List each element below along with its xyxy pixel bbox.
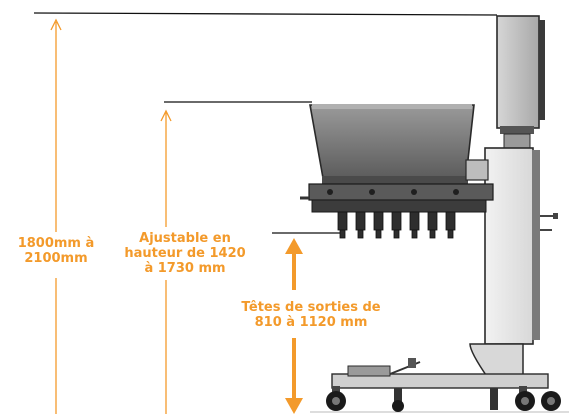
- dimension-arrow-heads: [285, 238, 303, 414]
- outlet-nozzles: [337, 211, 456, 239]
- depositor-machine: [300, 15, 561, 412]
- dimension-arrow-total: [50, 18, 62, 414]
- dosing-block: [308, 183, 494, 201]
- reference-line-total-top: [33, 12, 498, 16]
- outlet-heads-height-label: Têtes de sorties de 810 à 1120 mm: [241, 300, 381, 330]
- base-frame: [331, 373, 549, 389]
- control-cabinet: [496, 15, 540, 129]
- total-height-label: 1800mm à 2100mm: [17, 236, 95, 266]
- adjustable-height-label: Ajustable en hauteur de 1420 à 1730 mm: [124, 231, 246, 276]
- dimension-arrow-adjustable: [160, 109, 172, 414]
- caster-wheels: [326, 386, 561, 412]
- support-column: [484, 147, 534, 345]
- hopper: [309, 104, 475, 179]
